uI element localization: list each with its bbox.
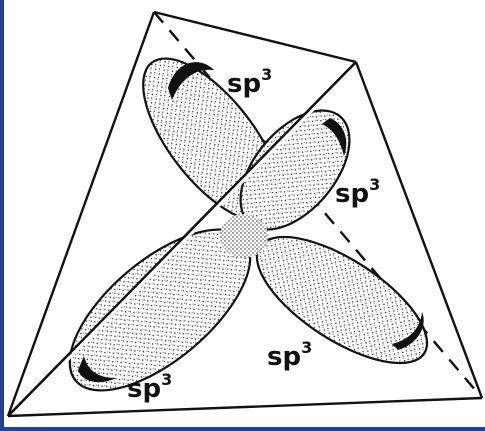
label-sp3-bottom-right: sp3 bbox=[267, 338, 312, 372]
edge-top-right bbox=[154, 12, 356, 62]
label-sp3-right: sp3 bbox=[335, 175, 380, 209]
label-sp3-bottom-left: sp3 bbox=[127, 370, 172, 404]
edge-bottom bbox=[8, 398, 482, 416]
nucleus-core bbox=[220, 214, 268, 258]
label-sp3-top: sp3 bbox=[227, 65, 272, 99]
